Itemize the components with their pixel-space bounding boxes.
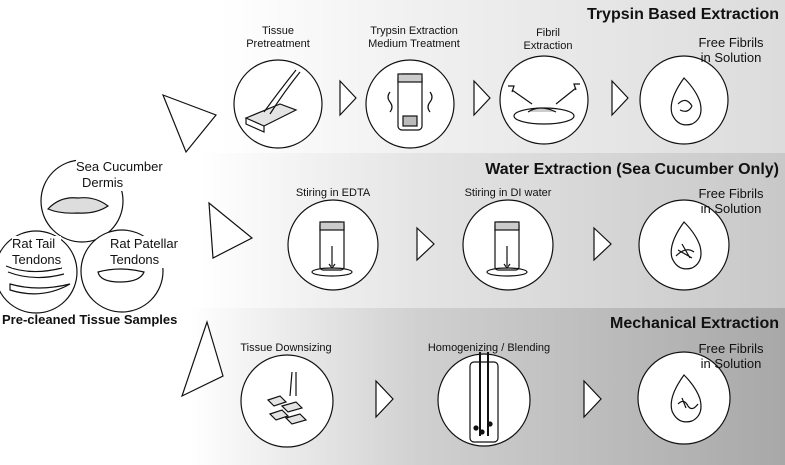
tissue-pretreatment-circle <box>233 59 323 149</box>
result-label-line: in Solution <box>700 356 762 371</box>
downsizing-circle <box>240 354 334 448</box>
arrow-trypsin-2 <box>473 79 491 117</box>
droplet-water <box>670 221 702 270</box>
rat-tail-label: Rat Tail Tendons <box>12 236 62 268</box>
step-label-tissue-pretreatment: Tissue Pretreatment <box>228 25 328 51</box>
tissue-block-side <box>245 118 265 133</box>
droplet-trypsin <box>670 77 702 126</box>
step-label-downsizing: Tissue Downsizing <box>240 342 332 354</box>
result-label-line: in Solution <box>700 201 762 216</box>
water-result-label: Free Fibrils in Solution <box>686 186 776 216</box>
sample-label-line: Sea Cucumber <box>76 159 163 174</box>
mechanical-input-triangle <box>180 320 224 398</box>
trypsin-input-triangle <box>161 93 217 154</box>
tweezers <box>263 69 301 115</box>
homogenizer-probe <box>479 352 489 436</box>
water-result-circle <box>638 199 730 291</box>
sample-label-line: Rat Patellar <box>110 236 178 251</box>
homogenizer-vessel <box>469 361 499 443</box>
fibril-extraction-circle <box>499 55 589 145</box>
pull-arrows <box>508 83 580 105</box>
result-label-line: in Solution <box>700 50 762 65</box>
step-label-homogenizing: Homogenizing / Blending <box>427 342 551 354</box>
tissue-block <box>244 103 298 127</box>
step-label-line: Tissue <box>262 25 294 37</box>
step-label-line: Trypsin Extraction <box>370 25 458 37</box>
sample-label-line: Tendons <box>110 252 160 267</box>
tissue-pieces <box>266 395 308 425</box>
arrow-trypsin-1 <box>339 79 357 117</box>
droplet-mechanical <box>670 374 702 423</box>
trypsin-result-label: Free Fibrils in Solution <box>686 35 776 65</box>
arrow-water-2 <box>593 226 612 262</box>
rat-tail-tendon-2 <box>7 271 65 279</box>
cutting-tool <box>289 371 297 397</box>
step-label-di-water: Stiring in DI water <box>464 187 552 199</box>
result-label-line: Free Fibrils <box>698 35 764 50</box>
sample-label-line: Tendons <box>12 252 62 267</box>
step-label-line: Extraction <box>523 40 573 52</box>
arrow-mechanical-1 <box>375 379 394 419</box>
step-label-fibril-extraction: Fibril Extraction <box>498 27 598 53</box>
sea-cucumber-label: Sea Cucumber Dermis <box>76 159 163 191</box>
arrow-trypsin-3 <box>611 79 629 117</box>
heat-waves <box>387 91 433 113</box>
rat-patellar-label: Rat Patellar Tendons <box>110 236 178 268</box>
samples-caption: Pre-cleaned Tissue Samples <box>2 312 178 327</box>
result-label-line: Free Fibrils <box>698 186 764 201</box>
water-input-triangle <box>208 201 254 259</box>
step-label-line: Fibril <box>536 27 560 39</box>
water-title: Water Extraction (Sea Cucumber Only) <box>485 161 779 178</box>
rat-tail-tendon-1 <box>5 265 63 273</box>
trypsin-title: Trypsin Based Extraction <box>586 6 779 23</box>
mechanical-title: Mechanical Extraction <box>610 315 779 332</box>
sample-label-line: Rat Tail <box>12 236 56 251</box>
sea-cucumber-tissue <box>46 197 110 214</box>
step-label-edta: Stiring in EDTA <box>295 187 371 199</box>
step-label-line: Medium Treatment <box>368 38 460 50</box>
mechanical-result-circle <box>637 351 731 445</box>
arrow-mechanical-2 <box>583 379 602 419</box>
arrow-water-1 <box>416 226 435 262</box>
rat-tail-tendon-3 <box>9 283 71 295</box>
step-label-line: Pretreatment <box>246 38 310 50</box>
sample-label-line: Dermis <box>82 175 124 190</box>
step-label-trypsin-medium: Trypsin Extraction Medium Treatment <box>354 25 474 51</box>
rat-patellar-tendon <box>97 268 145 283</box>
mechanical-result-label: Free Fibrils in Solution <box>686 341 776 371</box>
result-label-line: Free Fibrils <box>698 341 764 356</box>
